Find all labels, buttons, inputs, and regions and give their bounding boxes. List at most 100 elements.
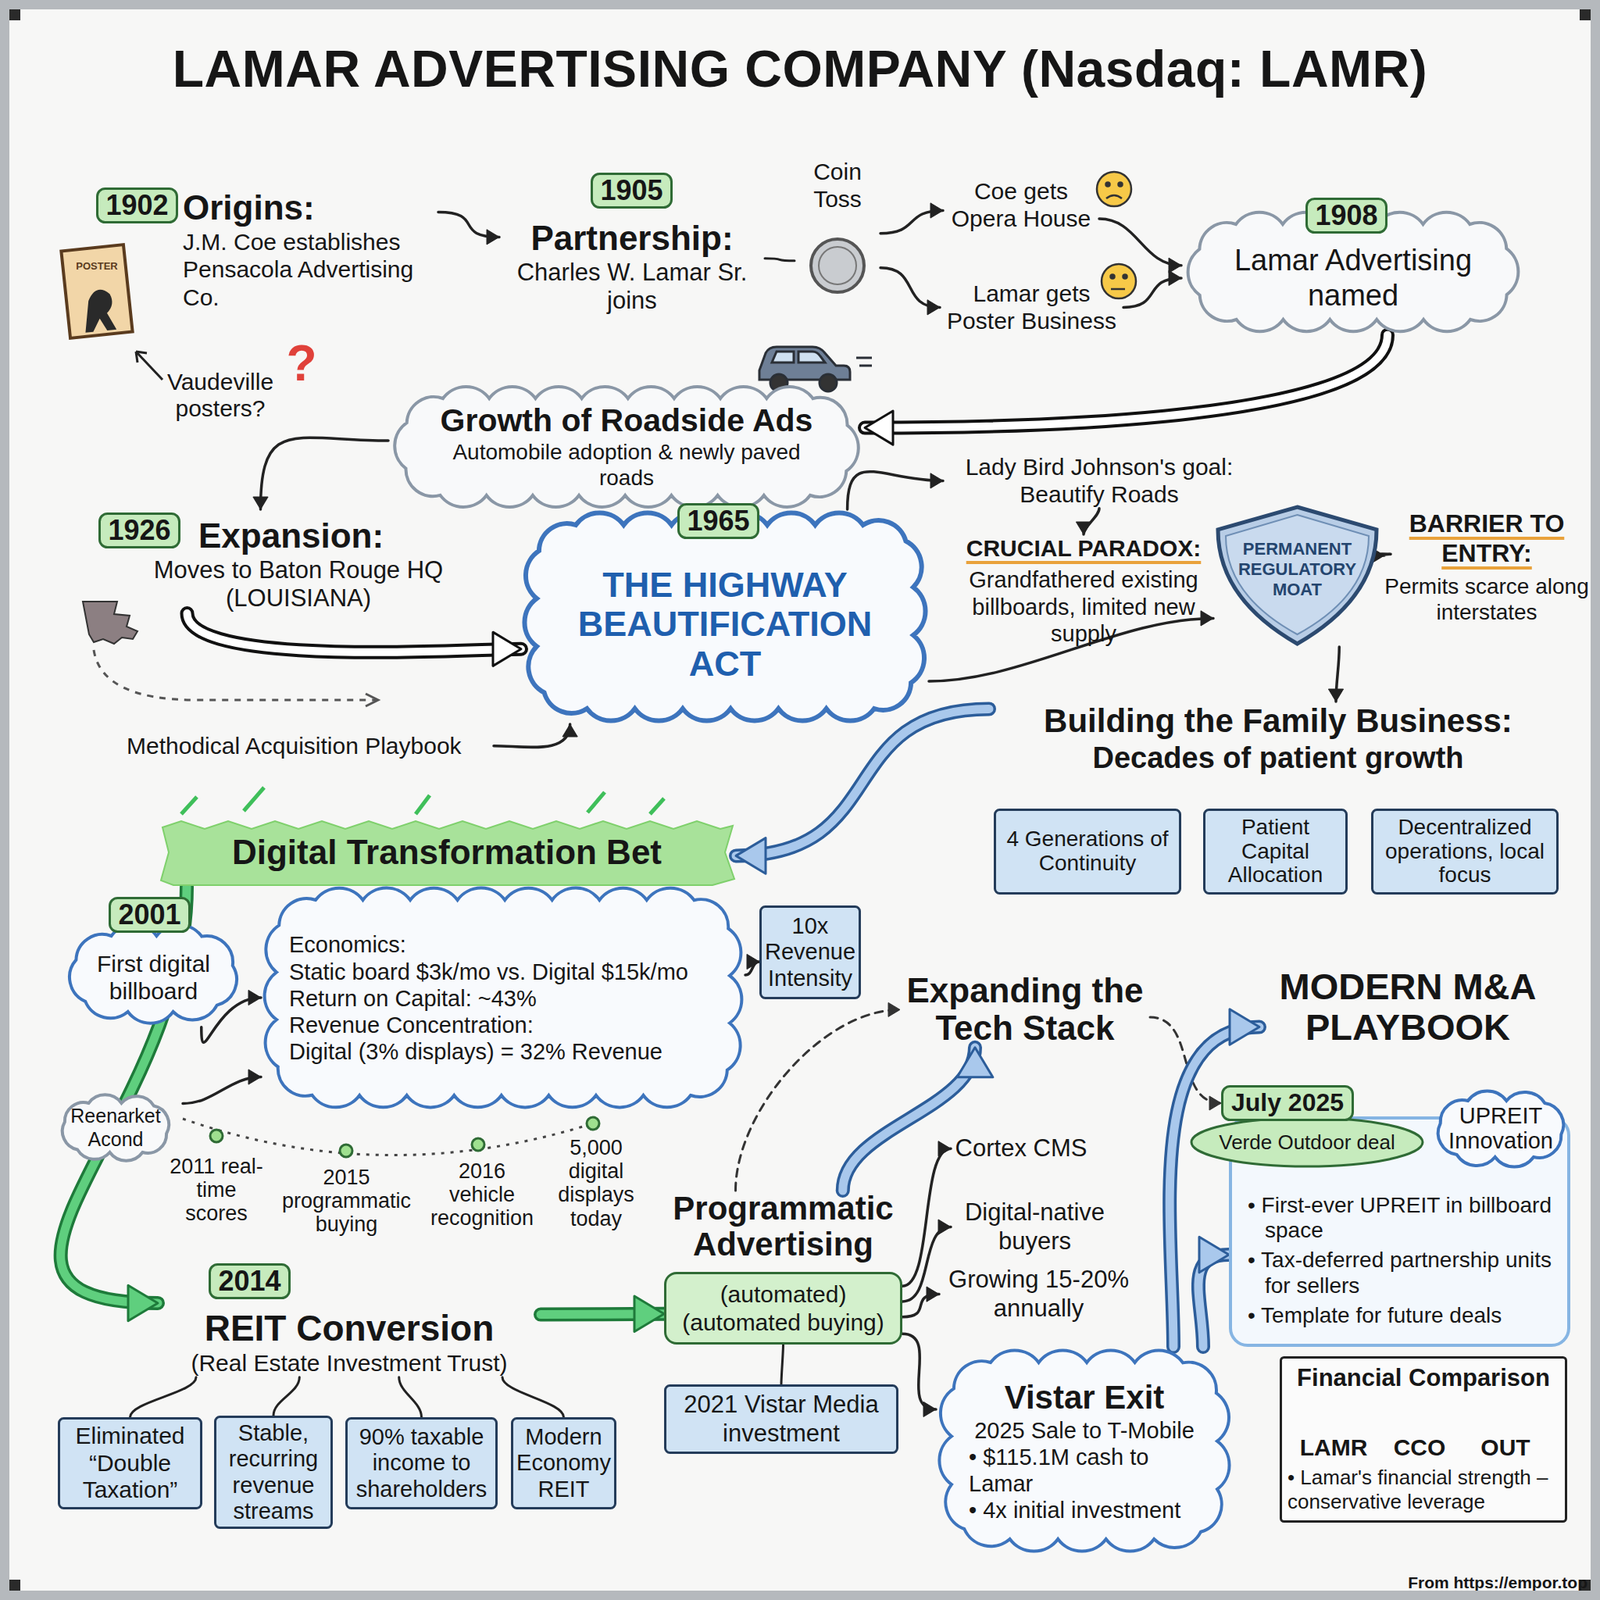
node-heading: Growth of Roadside Ads: [425, 401, 828, 440]
node-heading: Coin Toss: [794, 157, 881, 214]
connector: [902, 1286, 940, 1318]
node-heading: UPREIT Innovation: [1442, 1103, 1559, 1154]
arrow-head: [926, 1286, 940, 1302]
node-text: Return on Capital: ~43%: [289, 985, 718, 1012]
node-heading: 4 Generations of Continuity: [998, 827, 1177, 876]
node-heading: Lady Bird Johnson's goal: Beautify Roads: [942, 453, 1256, 509]
node-text: Revenue Concentration:: [289, 1011, 718, 1039]
node-heading: PERMANENT REGULATORY MOAT: [1232, 539, 1363, 600]
node-heading: Expanding the Tech Stack: [900, 971, 1150, 1048]
arrow-head: [938, 1219, 951, 1235]
connector: [1328, 646, 1343, 702]
connector-line: [902, 1227, 951, 1302]
node-text: (automated) (automated buying): [664, 1271, 903, 1345]
node-text: 2025 Sale to T-Mobile: [957, 1417, 1211, 1444]
node-heading: Lamar gets Poster Business: [939, 279, 1124, 336]
node-text: Decades of patient growth: [989, 740, 1568, 776]
arrow-head: [938, 1141, 951, 1157]
banner-spikes: [181, 787, 665, 815]
connector-line: [847, 471, 943, 510]
node-heading: • First-ever UPREIT in billboard space: [1247, 1192, 1557, 1243]
connector: [902, 1333, 936, 1417]
connector: [764, 258, 795, 261]
node-heading: 1902: [96, 189, 179, 222]
arrow-head: [930, 203, 943, 218]
car-icon: [759, 346, 872, 392]
node-text: • $115.1M cash to Lamar: [957, 1443, 1211, 1497]
year-badge: 1926: [98, 512, 181, 549]
node-heading: Stable, recurring revenue streams: [217, 1420, 330, 1525]
cloud-shape: Growth of Roadside AdsAutomobile adoptio…: [388, 382, 865, 511]
node-heading: Building the Family Business:: [989, 701, 1568, 741]
node-heading: Financial Comparison: [1287, 1364, 1560, 1393]
arrow-head: [248, 1069, 261, 1085]
connector-line: [864, 335, 1388, 429]
node-heading: THE HIGHWAY BEAUTIFICATION ACT: [544, 565, 906, 684]
connector: [847, 471, 943, 510]
arrow-head: [562, 724, 578, 737]
title-text: LAMAR ADVERTISING COMPANY (Nasdaq: LAMR): [9, 39, 1591, 99]
arrow-head: [634, 1296, 665, 1333]
text-group: CRUCIAL PARADOX:Grandfathered existing b…: [954, 534, 1213, 647]
node-heading: Lamar Advertising named: [1208, 242, 1498, 314]
node-heading: Modern Economy REIT: [514, 1424, 614, 1503]
node-text: Permits scarce along interstates: [1384, 573, 1590, 625]
node-text: (Real Estate Investment Trust): [157, 1349, 541, 1377]
node-heading: 90% taxable income to shareholders: [348, 1424, 495, 1503]
louisiana-map: [82, 601, 138, 644]
connector-line: [273, 1377, 300, 1416]
oval-tag: Verde Outdoor dealJuly 2025: [1189, 1116, 1425, 1168]
year-badge: 2014: [208, 1263, 291, 1300]
text-group: Cortex CMS: [950, 1134, 1092, 1164]
node-heading: 2014: [208, 1264, 291, 1298]
arrow-head: [1075, 521, 1091, 535]
connector-line: [187, 613, 522, 653]
connector: [182, 1069, 261, 1104]
timeline-label: 2015 programmatic buying: [278, 1165, 415, 1237]
node-heading: REIT Conversion: [157, 1307, 541, 1350]
text-group: Partnership:Charles W. Lamar Sr. joins19…: [499, 172, 765, 316]
shield-shape: PERMANENT REGULATORY MOAT: [1213, 503, 1382, 647]
poster-label: POSTER: [73, 260, 121, 273]
node-heading: Digital Transformation Bet: [179, 832, 715, 873]
watermark: From https://empor.top: [1329, 1573, 1588, 1593]
connector: [540, 1296, 665, 1333]
connector: [130, 1377, 197, 1418]
text-group: Growing 15-20% annually: [939, 1265, 1139, 1323]
emoji-faces: [1096, 171, 1136, 299]
coin-icon: [810, 239, 865, 293]
node-heading: Partnership:: [499, 217, 765, 259]
node-heading: Patient Capital Allocation: [1207, 815, 1343, 888]
ticker-label: OUT: [1462, 1433, 1549, 1461]
connector-line: [130, 1377, 197, 1418]
node-text: Digital (3% displays) = 32% Revenue: [289, 1038, 718, 1065]
timeline: [182, 1117, 600, 1158]
node-text: • 4x initial investment: [957, 1496, 1211, 1524]
leader-arrow: [135, 351, 163, 380]
connector: [187, 613, 522, 666]
connector: [399, 1377, 422, 1418]
node-heading: Growing 15-20% annually: [939, 1265, 1139, 1323]
connector: [735, 708, 990, 874]
node-heading: Economics:: [289, 931, 718, 958]
info-box: Patient Capital Allocation: [1203, 808, 1348, 895]
connector: [864, 335, 1388, 445]
text-group: Digital-native buyers: [950, 1198, 1119, 1256]
node-text: • Lamar's financial strength – conservat…: [1287, 1465, 1560, 1514]
arrow-head: [128, 1285, 158, 1322]
node-heading: Verde Outdoor deal: [1208, 1130, 1406, 1155]
arrow-head: [1328, 689, 1343, 702]
connector: [902, 1219, 951, 1302]
arrow-head: [888, 1002, 900, 1017]
panel-box: • First-ever UPREIT in billboard space• …: [1228, 1116, 1571, 1347]
node-text: Charles W. Lamar Sr. joins: [499, 258, 765, 316]
connector: [273, 1377, 300, 1416]
node-heading: Coe gets Opera House: [942, 177, 1100, 233]
poster-icon: [60, 244, 133, 339]
node-text: • Tax-deferred partnership units for sel…: [1247, 1247, 1557, 1298]
year-badge: 1908: [1305, 197, 1388, 234]
info-box: 10x Revenue Intensity: [759, 905, 861, 1000]
text-group: BARRIER TO ENTRY:Permits scarce along in…: [1384, 509, 1590, 625]
arrow-head: [930, 473, 943, 489]
connector-fill: [735, 708, 990, 856]
